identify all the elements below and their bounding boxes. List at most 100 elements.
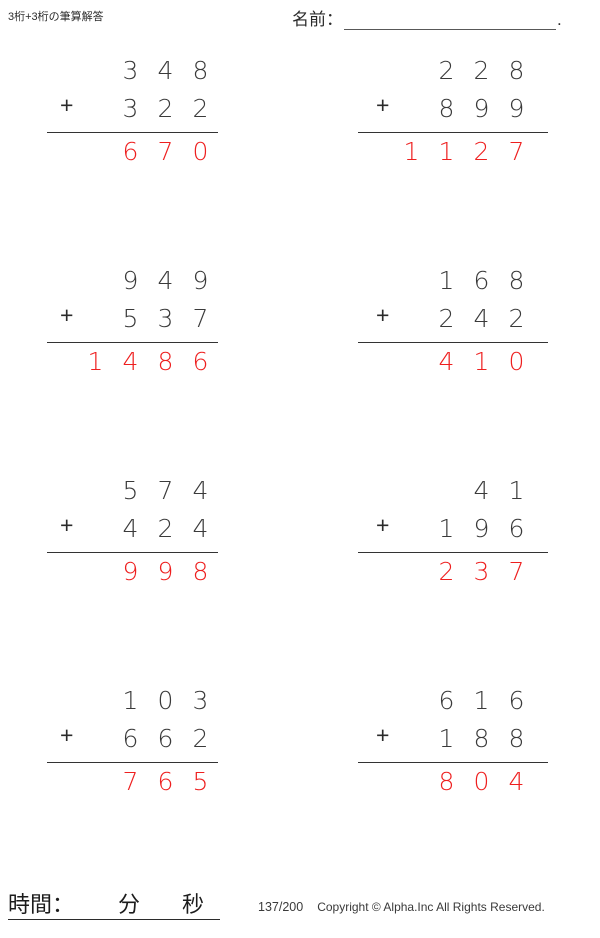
digit: 9 — [122, 266, 139, 295]
page-title: 3桁+3桁の筆算解答 — [8, 11, 104, 23]
digit: 6 — [192, 347, 209, 376]
digit: 8 — [157, 347, 174, 376]
digit: 2 — [192, 724, 209, 753]
name-field-block: 名前： . — [292, 4, 562, 30]
digit: 5 — [122, 304, 139, 333]
digit: 4 — [192, 514, 209, 543]
digit: 3 — [122, 94, 139, 123]
digit: 1 — [122, 686, 139, 715]
digit — [78, 267, 113, 295]
digit — [78, 725, 113, 753]
digit: 3 — [157, 304, 174, 333]
digit: 2 — [438, 557, 455, 586]
digit: 9 — [473, 514, 490, 543]
digit — [429, 477, 464, 505]
digit — [394, 725, 429, 753]
digit: 1 — [438, 514, 455, 543]
digit — [394, 768, 429, 796]
digit — [394, 477, 429, 505]
digit — [394, 515, 429, 543]
plus-operator-icon: + — [376, 92, 390, 118]
digit: 0 — [473, 767, 490, 796]
digit: 2 — [508, 304, 525, 333]
digit: 6 — [438, 686, 455, 715]
digit: 0 — [157, 686, 174, 715]
sum-rule — [358, 762, 548, 763]
digit: 8 — [508, 266, 525, 295]
digit: 4 — [473, 304, 490, 333]
digit: 9 — [157, 557, 174, 586]
plus-operator-icon: + — [60, 302, 74, 328]
digit: 4 — [122, 514, 139, 543]
digit: 1 — [438, 724, 455, 753]
digit — [78, 57, 113, 85]
digit: 3 — [192, 686, 209, 715]
digit — [78, 558, 113, 586]
digit: 9 — [192, 266, 209, 295]
digit: 2 — [157, 514, 174, 543]
digit: 6 — [157, 767, 174, 796]
name-input[interactable] — [344, 10, 556, 30]
digit — [394, 348, 429, 376]
digit: 9 — [122, 557, 139, 586]
digit: 2 — [438, 56, 455, 85]
digit — [78, 477, 113, 505]
digit: 6 — [508, 686, 525, 715]
digit: 2 — [473, 56, 490, 85]
sum-rule — [358, 132, 548, 133]
digit: 2 — [157, 94, 174, 123]
digit: 7 — [157, 476, 174, 505]
digit: 9 — [473, 94, 490, 123]
digit: 4 — [192, 476, 209, 505]
digit — [78, 138, 113, 166]
digit — [394, 305, 429, 333]
copyright-notice: Copyright © Alpha.Inc All Rights Reserve… — [317, 900, 545, 914]
sum-rule — [47, 132, 218, 133]
digit: 1 — [508, 476, 525, 505]
plus-operator-icon: + — [376, 302, 390, 328]
digit: 8 — [438, 767, 455, 796]
digit: 7 — [192, 304, 209, 333]
digit: 1 — [438, 137, 455, 166]
digit: 7 — [508, 557, 525, 586]
digit: 1 — [403, 137, 420, 166]
digit: 6 — [122, 724, 139, 753]
digit: 2 — [192, 94, 209, 123]
digit: 8 — [192, 56, 209, 85]
plus-operator-icon: + — [60, 512, 74, 538]
digit: 7 — [508, 137, 525, 166]
time-seconds-unit: 秒 — [182, 892, 205, 917]
time-label: 時間： — [8, 892, 75, 917]
digit — [394, 267, 429, 295]
digit — [394, 558, 429, 586]
digit — [78, 768, 113, 796]
digit: 2 — [438, 304, 455, 333]
digit — [78, 515, 113, 543]
plus-operator-icon: + — [376, 722, 390, 748]
digit: 2 — [473, 137, 490, 166]
